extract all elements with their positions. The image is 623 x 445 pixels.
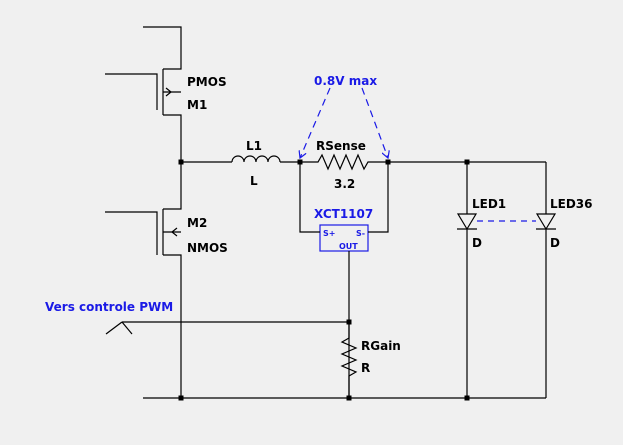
- ic-pin-out: OUT: [339, 242, 358, 251]
- rgain-resistor: [340, 322, 358, 398]
- rsense-resistor: [300, 153, 388, 171]
- junction-dots: [178, 159, 470, 401]
- pwm-arrow-icon: [105, 321, 133, 335]
- voltage-arrows: [300, 87, 388, 158]
- pmos-ref-label: M1: [187, 98, 207, 112]
- led1-ref-label: LED1: [472, 197, 506, 211]
- pwm-note: Vers controle PWM: [45, 300, 173, 314]
- inductor-ref-label: L1: [246, 139, 262, 153]
- led36-diode: [535, 162, 557, 398]
- nmos-ref-label: M2: [187, 216, 207, 230]
- pmos-transistor: [105, 26, 182, 162]
- rgain-value-label: R: [361, 361, 370, 375]
- ic-pin-plus: S+: [323, 229, 335, 238]
- nmos-type-label: NMOS: [187, 241, 228, 255]
- led36-value-label: D: [550, 236, 560, 250]
- rsense-value-label: 3.2: [334, 177, 355, 191]
- ic-pin-minus: S-: [356, 229, 365, 238]
- ic-ref-label: XCT1107: [314, 207, 373, 221]
- pmos-type-label: PMOS: [187, 75, 227, 89]
- voltage-note: 0.8V max: [314, 74, 377, 88]
- led1-diode: [456, 162, 478, 398]
- nmos-transistor: [105, 162, 182, 398]
- led36-ref-label: LED36: [550, 197, 593, 211]
- rgain-ref-label: RGain: [361, 339, 401, 353]
- rsense-ref-label: RSense: [316, 139, 366, 153]
- led1-value-label: D: [472, 236, 482, 250]
- inductor-l1: [231, 155, 300, 163]
- ic-xct1107: [299, 162, 389, 398]
- inductor-value-label: L: [250, 174, 258, 188]
